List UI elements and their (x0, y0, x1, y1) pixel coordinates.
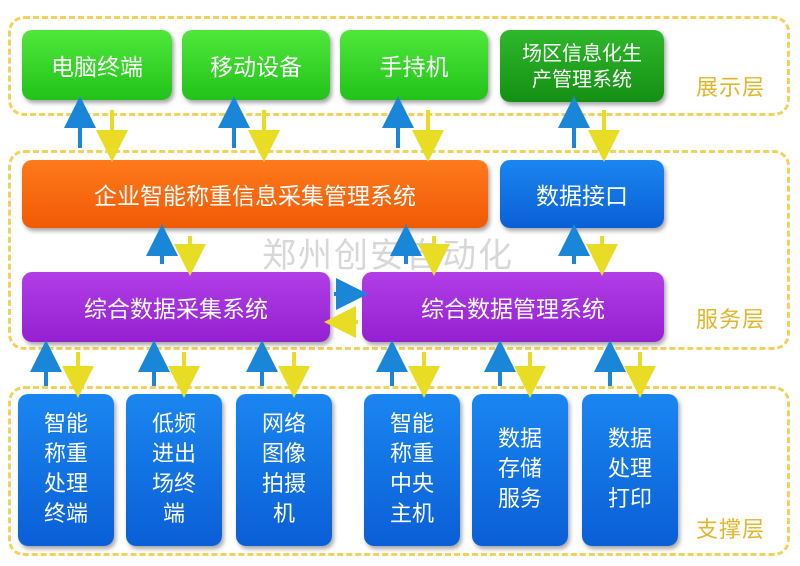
print-service-box: 数据 处理 打印 (582, 394, 678, 546)
weighing-terminal-box: 智能 称重 处理 终端 (18, 394, 114, 546)
support-layer-frame (8, 386, 790, 556)
central-host-box: 智能 称重 中央 主机 (364, 394, 460, 546)
collection-system-label: 综合数据采集系统 (84, 297, 268, 323)
display-service-arrows (64, 96, 620, 162)
handheld-label: 手持机 (379, 55, 449, 81)
site-system-box: 场区信息化生 产管理系统 (500, 30, 664, 102)
data-interface-label: 数据接口 (536, 184, 628, 210)
enterprise-system-box: 企业智能称重信息采集管理系统 (22, 160, 488, 228)
mobile-device-label: 移动设备 (210, 55, 302, 81)
management-system-box: 综合数据管理系统 (362, 272, 664, 342)
print-service-label: 数据 处理 打印 (607, 427, 652, 512)
management-system-label: 综合数据管理系统 (421, 297, 605, 323)
pc-terminal-label: 电脑终端 (51, 55, 143, 81)
enterprise-system-label: 企业智能称重信息采集管理系统 (94, 184, 416, 210)
weighing-terminal-label: 智能 称重 处理 终端 (43, 412, 88, 527)
central-host-label: 智能 称重 中央 主机 (389, 412, 434, 527)
lowfreq-terminal-box: 低频 进出 场终 端 (126, 394, 222, 546)
pc-terminal-box: 电脑终端 (22, 30, 172, 100)
service-layer-label: 服务层 (696, 308, 766, 333)
display-layer-label: 展示层 (696, 76, 766, 101)
service-internal-arrows (146, 224, 618, 338)
network-camera-label: 网络 图像 拍摄 机 (261, 412, 306, 527)
collection-system-box: 综合数据采集系统 (22, 272, 330, 342)
watermark: 郑州创安自动化 (262, 236, 514, 276)
mobile-device-box: 移动设备 (182, 30, 330, 100)
data-interface-box: 数据接口 (500, 160, 664, 228)
service-support-arrows (30, 340, 656, 398)
network-camera-box: 网络 图像 拍摄 机 (236, 394, 332, 546)
handheld-box: 手持机 (340, 30, 488, 100)
site-system-label: 场区信息化生 产管理系统 (522, 41, 642, 91)
storage-service-box: 数据 存储 服务 (472, 394, 568, 546)
lowfreq-terminal-label: 低频 进出 场终 端 (151, 412, 196, 527)
support-layer-label: 支撑层 (696, 518, 766, 543)
storage-service-label: 数据 存储 服务 (497, 427, 542, 512)
